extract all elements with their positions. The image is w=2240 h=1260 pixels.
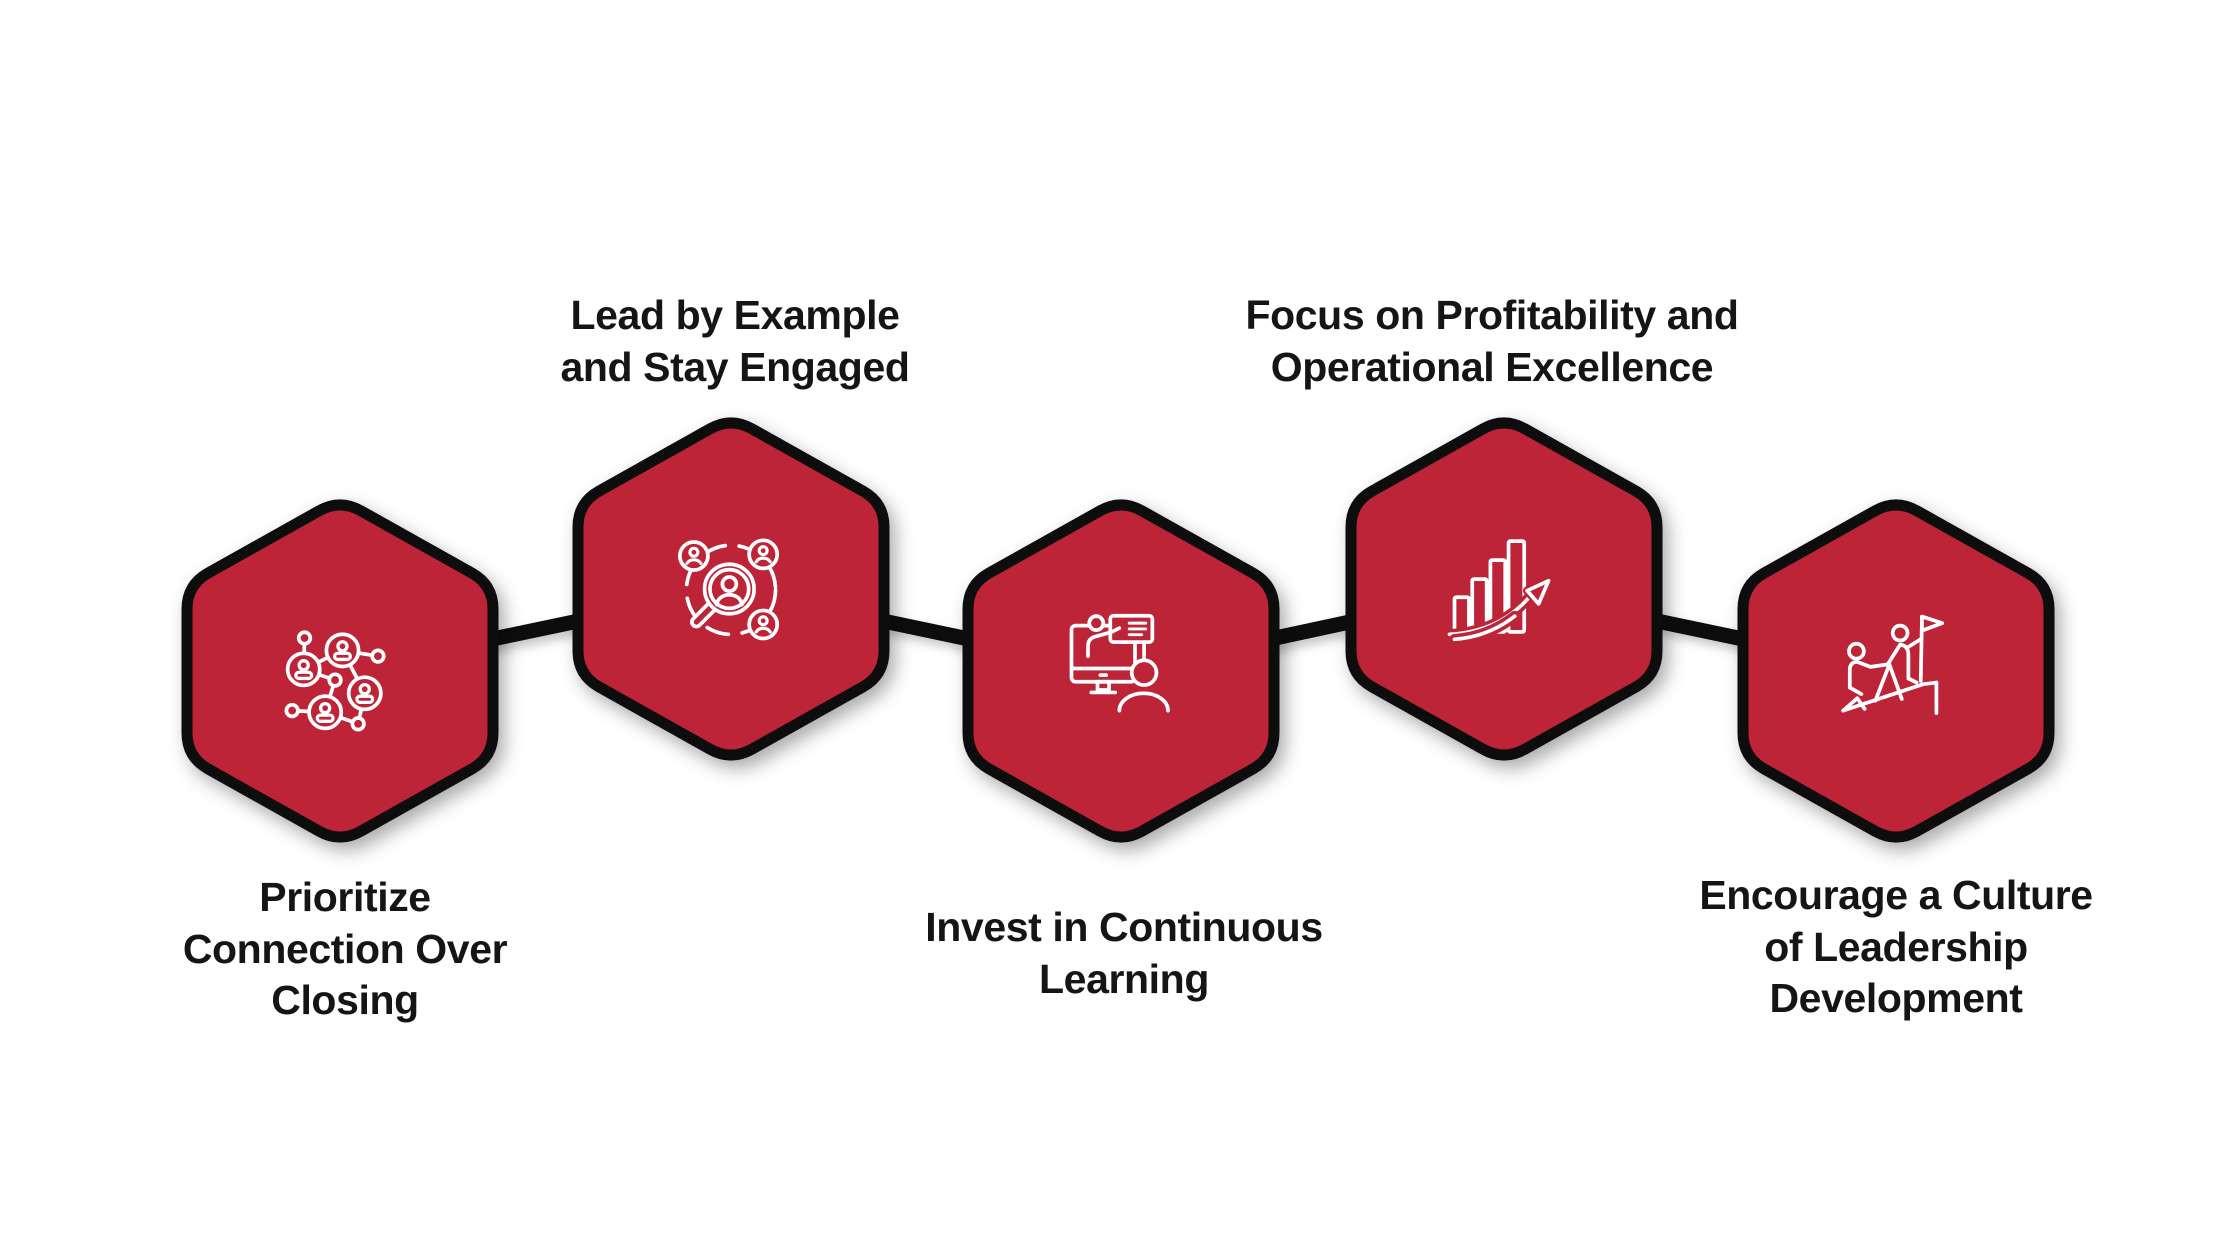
hexagon-shape	[1737, 499, 2055, 843]
hexagon-shape	[962, 499, 1280, 843]
step-label-3: Invest in Continuous Learning	[925, 904, 1323, 1002]
online-training-icon	[1069, 613, 1170, 713]
step-label-4: Focus on Profitability and Operational E…	[1245, 292, 1739, 390]
step-1	[175, 487, 505, 855]
step-3	[956, 487, 1286, 855]
step-label-5: Encourage a Culture of Leadership Develo…	[1699, 872, 2093, 1022]
growth-chart-arrow-icon	[1444, 539, 1553, 645]
step-5	[1731, 487, 2061, 855]
network-people-icon	[284, 630, 386, 732]
step-label-2: Lead by Example and Stay Engaged	[560, 292, 910, 390]
team-climb-flag-icon	[1841, 614, 1945, 715]
step-2	[566, 405, 896, 773]
step-4	[1339, 405, 1669, 773]
step-label-1: Prioritize Connection Over Closing	[182, 874, 508, 1024]
magnifier-team-icon	[677, 538, 780, 641]
hexagon-shape	[181, 499, 499, 843]
